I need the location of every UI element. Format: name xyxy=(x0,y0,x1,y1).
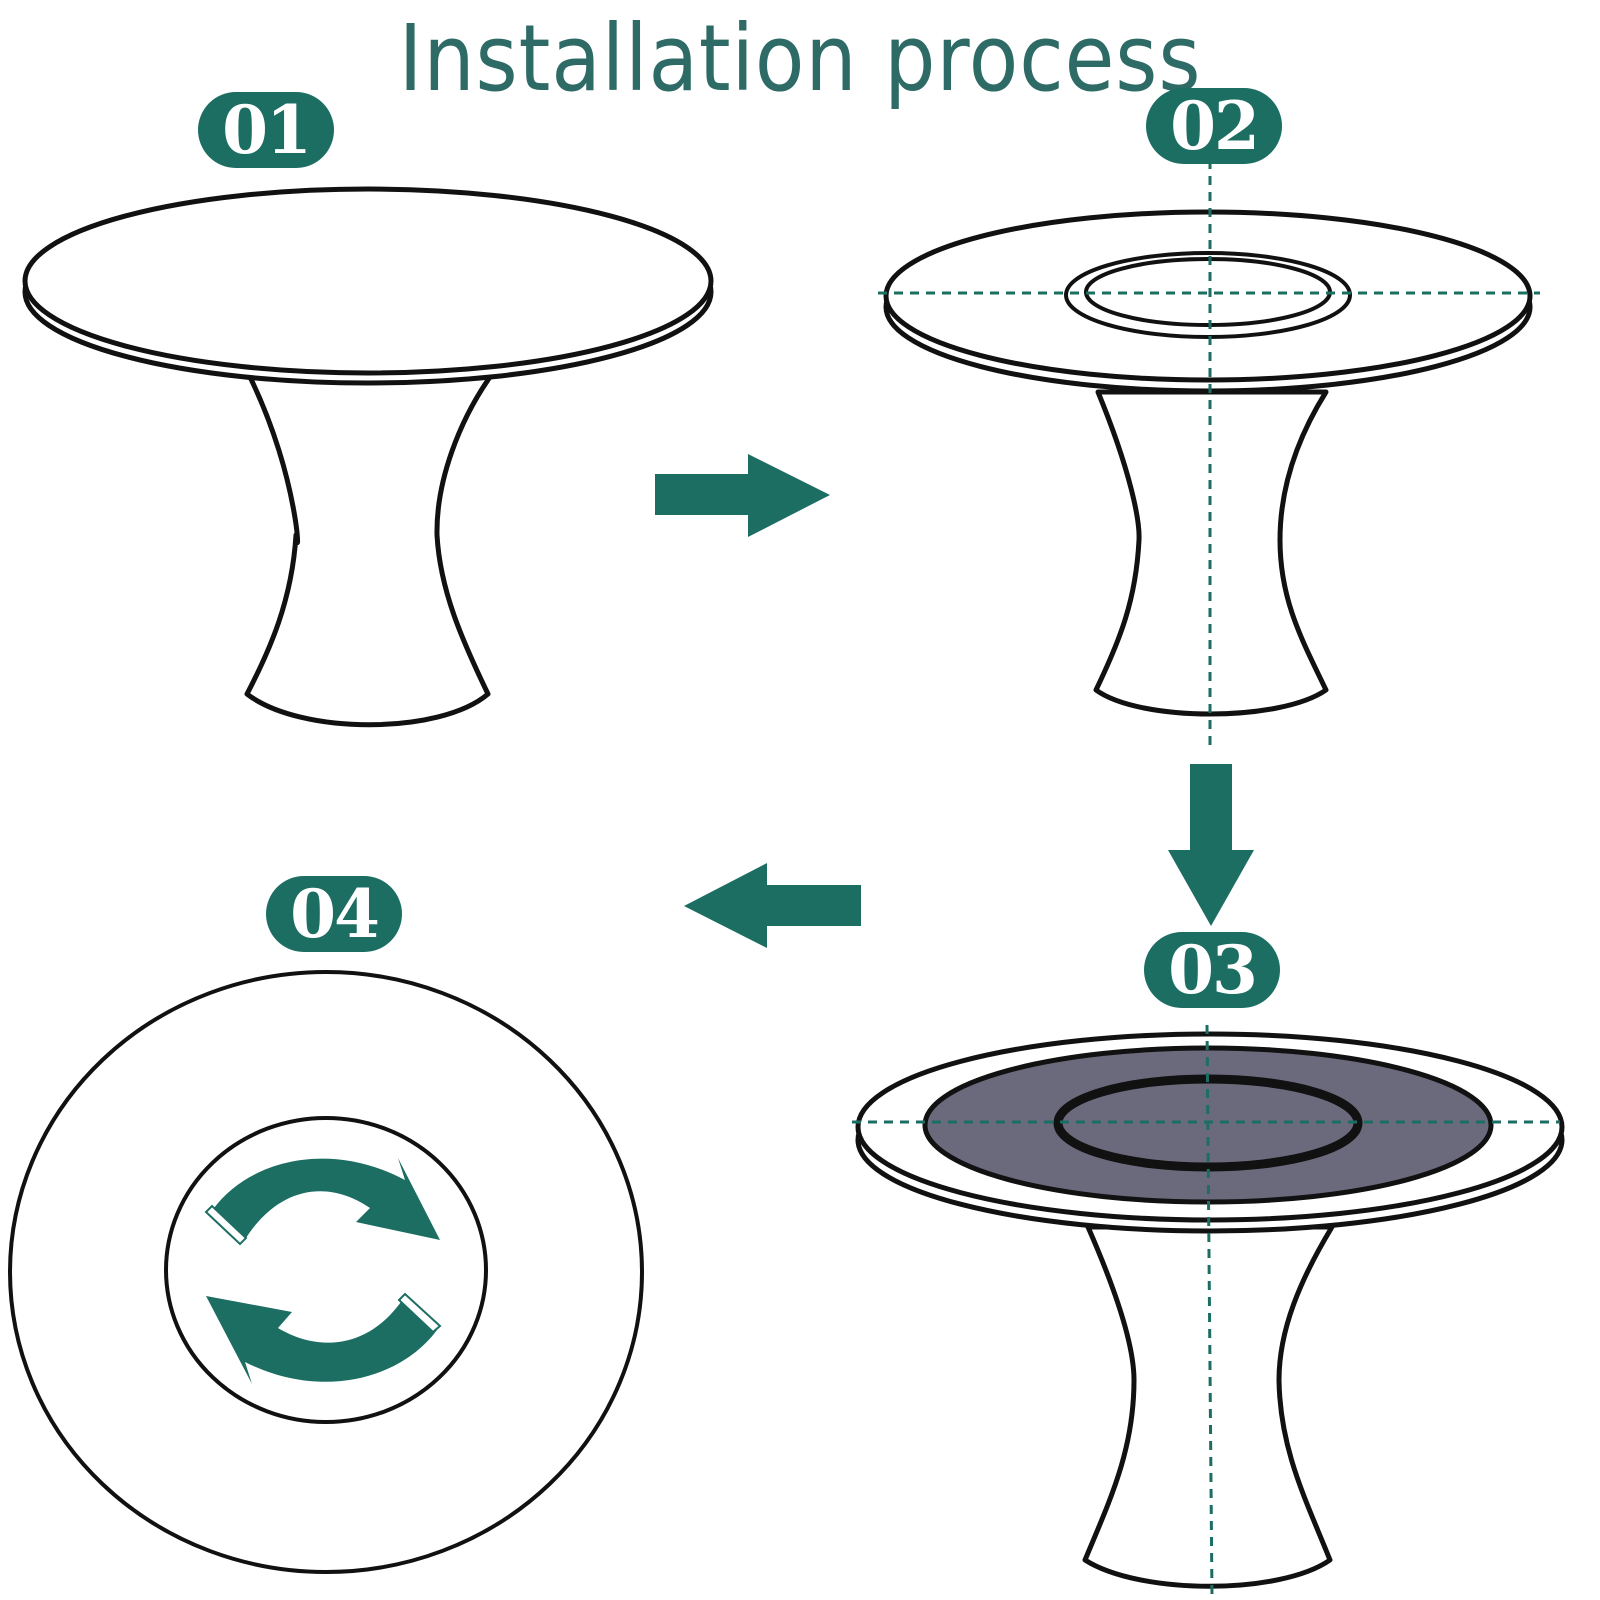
step-4-top-view xyxy=(8,970,644,1574)
step-1-table xyxy=(22,186,714,728)
step-3-badge: 03 xyxy=(1144,932,1280,1008)
step-3-center-guides xyxy=(852,1024,1560,1599)
arrow-right-icon xyxy=(655,454,830,537)
page-title: Installation process xyxy=(398,5,1202,112)
step-1-badge: 01 xyxy=(198,92,334,168)
rotate-icon xyxy=(204,1158,442,1384)
step-2-center-guides xyxy=(878,160,1540,745)
arrow-down-icon xyxy=(1168,764,1254,926)
step-4-badge: 04 xyxy=(266,876,402,952)
step-2-badge: 02 xyxy=(1146,88,1282,164)
arrow-left-icon xyxy=(684,863,861,948)
step-2-table xyxy=(883,209,1533,717)
